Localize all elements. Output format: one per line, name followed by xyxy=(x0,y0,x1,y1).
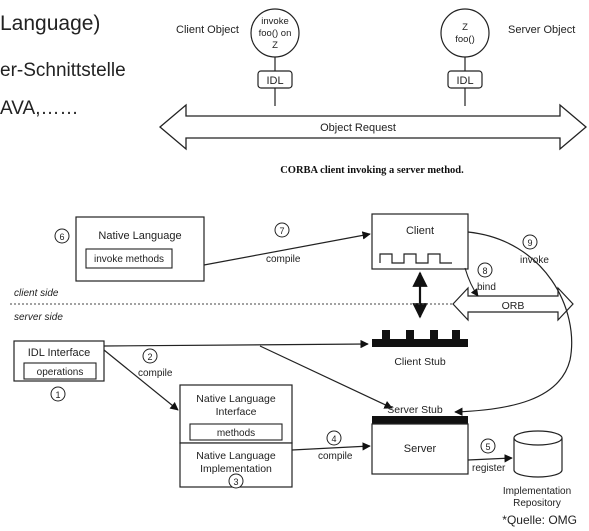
nl-interface-line-2: Interface xyxy=(216,406,257,418)
server-label: Server xyxy=(404,443,437,455)
compile-mid-label: compile xyxy=(138,368,173,379)
source-credit: *Quelle: OMG xyxy=(502,513,577,527)
client-stub-label: Client Stub xyxy=(394,356,446,368)
native-language-label: Native Language xyxy=(98,230,181,242)
idl-interface-label: IDL Interface xyxy=(28,347,91,359)
client-bubble-line-2: foo() on xyxy=(259,28,292,39)
client-stub-bar xyxy=(372,339,468,347)
top-caption: CORBA client invoking a server method. xyxy=(280,165,464,176)
orb-label: ORB xyxy=(502,300,525,312)
bind-label: bind xyxy=(477,282,496,293)
server-box xyxy=(371,423,469,475)
invoke-methods-label: invoke methods xyxy=(94,254,164,265)
step-2: 2 xyxy=(147,352,152,362)
nl-interface-line-1: Native Language xyxy=(196,393,276,405)
top-diagram: Client Object invoke foo() on Z Z foo() … xyxy=(158,8,588,176)
invoke-methods-box xyxy=(85,248,173,269)
slide-line-2: er-Schnittstelle xyxy=(0,60,126,81)
client-label: Client xyxy=(406,225,434,237)
invoke-label: invoke xyxy=(520,255,549,266)
nl-implementation-line-2: Implementation xyxy=(200,463,272,475)
methods-label: methods xyxy=(217,428,255,439)
impl-repo-line-2: Repository xyxy=(513,498,561,509)
server-bubble-line-2: foo() xyxy=(455,34,475,45)
impl-repo-line-1: Implementation xyxy=(503,486,571,497)
step-1: 1 xyxy=(55,390,60,400)
slide-line-1: Language) xyxy=(0,12,101,35)
client-bubble-line-1: invoke xyxy=(261,16,288,27)
slide-line-3: AVA,…… xyxy=(0,98,79,119)
compile-bottom-label: compile xyxy=(318,451,353,462)
methods-box xyxy=(189,423,283,441)
step-3: 3 xyxy=(233,477,238,487)
client-bubble-line-3: Z xyxy=(272,40,278,51)
server-stub-label: Server Stub xyxy=(387,404,443,416)
server-bubble-line-1: Z xyxy=(462,22,468,33)
client-box xyxy=(371,213,469,270)
repository-cylinder xyxy=(513,430,563,478)
compile-top-label: compile xyxy=(266,254,301,265)
server-stub-bar xyxy=(372,416,468,424)
step-8: 8 xyxy=(482,266,487,276)
object-request-label: Object Request xyxy=(320,122,396,134)
client-connector xyxy=(379,253,452,264)
step-7: 7 xyxy=(279,226,284,236)
orb-arrow xyxy=(452,286,574,322)
operations-label: operations xyxy=(37,367,84,378)
idl-left-label: IDL xyxy=(266,75,283,87)
register-label: register xyxy=(472,463,506,474)
server-object-bubble xyxy=(440,8,490,58)
operations-box xyxy=(23,362,97,380)
step-6: 6 xyxy=(59,232,64,242)
step-9: 9 xyxy=(527,238,532,248)
object-request-arrow xyxy=(158,103,588,151)
step-5: 5 xyxy=(485,442,490,452)
nl-implementation-line-1: Native Language xyxy=(196,450,276,462)
client-side-label: client side xyxy=(14,288,59,299)
server-side-label: server side xyxy=(14,312,63,323)
bottom-diagram: 6 Native Language invoke methods 7 compi… xyxy=(10,213,574,509)
step-4: 4 xyxy=(331,434,336,444)
server-object-label: Server Object xyxy=(508,24,575,36)
client-object-label: Client Object xyxy=(176,24,239,36)
idl-right-label: IDL xyxy=(456,75,473,87)
